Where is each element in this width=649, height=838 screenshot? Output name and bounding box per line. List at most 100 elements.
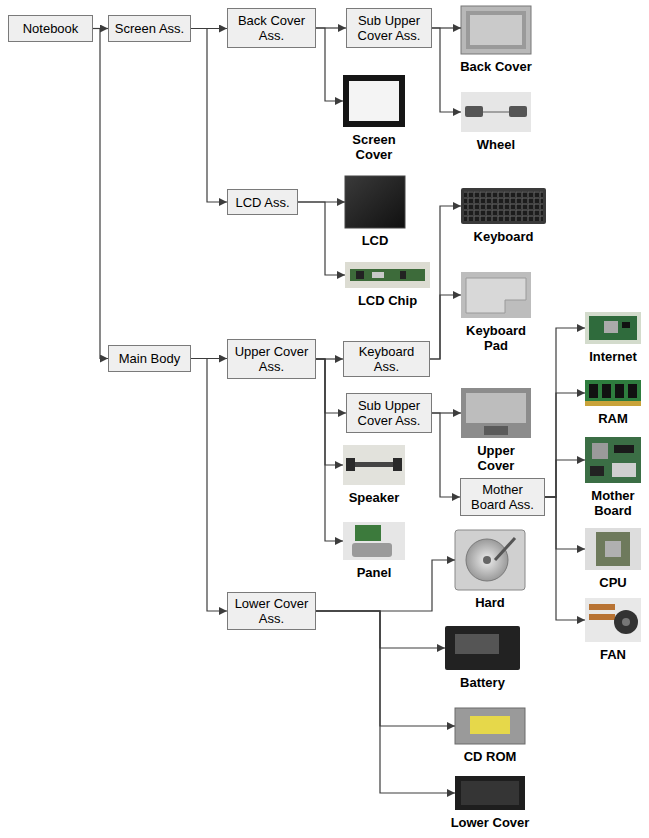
part-caption: Wheel (461, 137, 531, 152)
part-photo: Mother Board (585, 437, 641, 518)
connector-arrow (298, 202, 345, 275)
part-caption: Screen Cover (343, 132, 405, 162)
box-label: Sub Upper Cover Ass. (351, 13, 427, 43)
hard-disk-photo-part (455, 530, 525, 590)
fan-photo (585, 598, 641, 642)
cd-rom-photo (455, 708, 525, 744)
part-photo: Speaker (343, 445, 405, 505)
part-caption: Mother Board (585, 488, 641, 518)
part-caption: Internet (583, 349, 643, 364)
ram-photo-part (585, 401, 641, 406)
box-label: Main Body (119, 351, 180, 366)
box-label: Keyboard Ass. (348, 344, 425, 374)
connector-arrow (316, 359, 343, 541)
connector-arrow (430, 295, 461, 359)
box-label: Back Cover Ass. (232, 13, 311, 43)
part-photo: Back Cover (461, 6, 531, 74)
lcd-photo (345, 176, 405, 228)
process-box: Upper Cover Ass. (227, 339, 316, 379)
connector-arrow (316, 611, 455, 793)
battery-photo-part (455, 634, 499, 654)
part-caption: LCD (345, 233, 405, 248)
back-cover-photo-part (466, 11, 526, 49)
connector-arrow (191, 29, 227, 203)
box-label: Lower Cover Ass. (232, 596, 311, 626)
connector-arrow (316, 560, 455, 611)
box-label: Upper Cover Ass. (232, 344, 311, 374)
part-photo: Hard (455, 530, 525, 610)
upper-cover-photo-part (461, 388, 531, 438)
speaker-photo (343, 445, 405, 485)
panel-photo-part (343, 522, 405, 560)
part-caption: FAN (585, 647, 641, 662)
speaker-photo-part (343, 445, 405, 485)
photo-frame (445, 626, 520, 670)
ram-photo-part (602, 384, 611, 398)
hard-disk-photo (455, 530, 525, 590)
mother-board-photo-part (592, 443, 608, 459)
photo-frame (345, 176, 405, 228)
box-label: Screen Ass. (115, 21, 184, 36)
keyboard-photo-part (464, 191, 543, 221)
screen-cover-photo-part (343, 75, 405, 127)
connector-arrow (432, 28, 461, 112)
cpu-photo (585, 528, 641, 570)
photo-frame (461, 6, 531, 54)
photo-frame (585, 437, 641, 483)
photo-frame (455, 776, 525, 810)
mother-board-photo-part (590, 466, 604, 476)
part-caption: Keyboard (461, 229, 546, 244)
ram-photo-part (615, 384, 624, 398)
part-photo: CD ROM (455, 708, 525, 764)
wheel-photo-part (461, 92, 531, 132)
photo-frame (585, 380, 641, 406)
speaker-photo-part (346, 458, 355, 471)
lower-cover-photo-part (455, 776, 525, 810)
internet-card-photo-part (622, 322, 630, 328)
fan-photo-part (622, 618, 630, 626)
photo-frame (461, 92, 531, 132)
part-caption: Hard (455, 595, 525, 610)
process-box: Lower Cover Ass. (227, 592, 316, 630)
process-box: Back Cover Ass. (227, 8, 316, 48)
process-box: Screen Ass. (108, 15, 191, 42)
process-box: Keyboard Ass. (343, 341, 430, 377)
connector-arrow (545, 393, 585, 497)
part-photo: RAM (585, 380, 641, 426)
box-label: Notebook (23, 21, 79, 36)
cpu-photo-part (605, 541, 621, 557)
fan-photo-part (589, 604, 615, 610)
part-caption: RAM (585, 411, 641, 426)
hard-disk-photo-part (483, 556, 491, 564)
connector-arrow (545, 328, 585, 497)
part-photo: Wheel (461, 92, 531, 152)
keyboard-pad-photo-part (466, 278, 526, 313)
lower-cover-photo (455, 776, 525, 810)
part-photo: Panel (343, 522, 405, 580)
ram-photo-part (585, 380, 641, 406)
fan-photo-part (614, 610, 638, 634)
battery-photo (445, 626, 520, 670)
box-label: Mother Board Ass. (465, 482, 540, 512)
connector-arrow (316, 28, 343, 101)
internet-card-photo (585, 312, 641, 344)
keyboard-photo (461, 188, 546, 224)
screen-cover-photo (343, 75, 405, 127)
internet-card-photo-part (585, 312, 641, 344)
internet-card-photo-part (604, 321, 618, 333)
part-caption: CPU (585, 575, 641, 590)
part-caption: Speaker (343, 490, 405, 505)
fan-photo-part (585, 598, 641, 642)
battery-photo-part (445, 626, 520, 670)
ram-photo-part (589, 384, 598, 398)
panel-photo-part (352, 543, 392, 557)
lcd-chip-photo (345, 262, 430, 288)
part-photo: FAN (585, 598, 641, 662)
part-photo: Battery (445, 626, 520, 690)
part-caption: Battery (445, 675, 520, 690)
lcd-chip-photo-part (345, 262, 430, 288)
photo-frame (461, 188, 546, 224)
lcd-chip-photo-part (356, 271, 364, 279)
back-cover-photo-part (470, 15, 522, 45)
